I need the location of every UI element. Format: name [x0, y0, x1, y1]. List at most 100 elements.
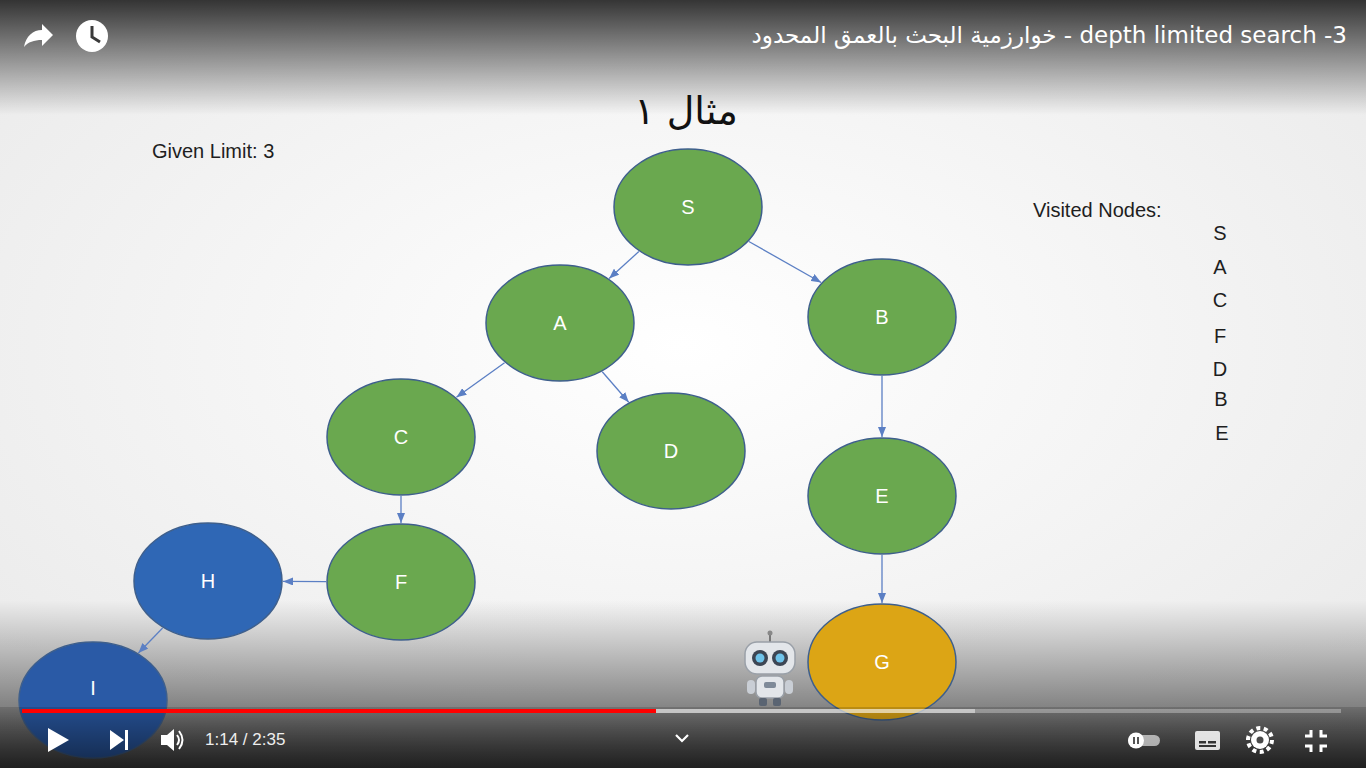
tree-node: H	[133, 522, 283, 640]
gear-teeth	[1248, 728, 1272, 752]
node-ellipse	[19, 642, 167, 758]
slide-title: مثال ١	[634, 89, 738, 135]
progress-track	[22, 709, 1341, 713]
limit-note: Given Limit: 3	[152, 139, 274, 163]
node-ellipse	[134, 523, 282, 639]
tree-node: B	[807, 258, 957, 376]
volume-wave	[179, 731, 183, 749]
autoplay-pause-mark	[1133, 737, 1135, 744]
node-text-box: I	[90, 676, 96, 700]
node-text-box: C	[394, 425, 408, 449]
robot-leg	[773, 698, 781, 706]
node-ellipse	[614, 149, 762, 265]
robot-leg	[759, 698, 767, 706]
robot-illustration	[745, 631, 795, 707]
robot-arm	[785, 680, 793, 694]
visited-node: A	[1213, 255, 1226, 279]
node-ellipse	[486, 265, 634, 381]
robot-panel	[764, 682, 776, 688]
autoplay-pause-mark	[1137, 737, 1139, 744]
node-ellipse	[808, 259, 956, 375]
node-label: A	[553, 311, 566, 335]
tree-edge	[881, 376, 882, 437]
volume-wave	[177, 735, 179, 745]
chevron-icon	[676, 735, 688, 741]
node-label: S	[681, 195, 694, 219]
node-text-box: F	[395, 570, 407, 594]
node-ellipse	[808, 604, 956, 720]
tree-edge	[881, 555, 882, 603]
robot-antenna-tip	[768, 631, 773, 636]
gear-body	[1251, 731, 1269, 749]
watch-later-icon	[76, 20, 108, 52]
node-text-box: D	[664, 439, 678, 463]
tree-edge	[400, 496, 401, 523]
play-icon	[48, 728, 69, 752]
visited-node: E	[1215, 421, 1228, 445]
node-text-box: S	[681, 195, 694, 219]
tree-edge	[283, 581, 326, 583]
node-text-box: A	[553, 311, 566, 335]
node-text-box: B	[875, 305, 888, 329]
node-label: B	[875, 305, 888, 329]
visited-node: S	[1213, 221, 1226, 245]
autoplay-toggle	[1128, 735, 1160, 746]
node-ellipse	[327, 379, 475, 495]
subtitles-mark	[1199, 745, 1216, 747]
tree-node: E	[807, 437, 957, 555]
time-display: 1:14 / 2:35	[205, 730, 285, 750]
controls-shade	[0, 707, 1366, 768]
node-text-box: H	[201, 569, 215, 593]
next-icon-bar	[125, 730, 128, 750]
node-outline	[18, 641, 168, 759]
node-ellipse	[808, 438, 956, 554]
tree-node: F	[326, 523, 476, 641]
tree-node: I	[18, 641, 168, 759]
node-label: H	[201, 569, 215, 593]
video-title: خوارزمية البحث بالعمق المحدود - depth li…	[752, 22, 1347, 50]
autoplay-knob	[1128, 733, 1144, 749]
robot-pupil	[776, 654, 785, 663]
tree-edge	[749, 241, 821, 282]
node-label: I	[90, 676, 96, 700]
visited-node: B	[1214, 387, 1227, 411]
robot-arm	[747, 680, 755, 694]
node-ellipse	[597, 393, 745, 509]
visited-node: F	[1214, 324, 1226, 348]
visited-node: D	[1213, 357, 1227, 381]
visited-node: C	[1213, 288, 1227, 312]
node-label: D	[664, 439, 678, 463]
share-icon	[24, 24, 53, 47]
tree-node: S	[613, 148, 763, 266]
node-text-box: G	[874, 650, 890, 674]
volume-icon	[161, 729, 174, 751]
exit-fullscreen-icon	[1305, 730, 1327, 752]
watch-later-hands	[92, 26, 100, 42]
node-ellipse	[327, 524, 475, 640]
robot-eye	[772, 650, 788, 666]
tree-edge	[138, 628, 162, 653]
node-label: E	[875, 484, 888, 508]
tree-edge	[602, 372, 628, 403]
robot-pupil	[756, 654, 765, 663]
settings-icon	[1248, 728, 1272, 752]
robot-eye	[752, 650, 768, 666]
next-icon	[110, 730, 124, 750]
subtitles-mark	[1199, 741, 1206, 744]
robot-head	[745, 642, 795, 674]
progress-buffer	[22, 709, 975, 713]
robot-body	[756, 676, 784, 698]
node-text-box: E	[875, 484, 888, 508]
tree-edge	[456, 363, 504, 398]
node-label: C	[394, 425, 408, 449]
gear-hole	[1257, 737, 1264, 744]
tree-node: G	[807, 603, 957, 721]
visited-heading: Visited Nodes:	[1033, 198, 1162, 222]
tree-node: A	[485, 264, 635, 382]
tree-node: C	[326, 378, 476, 496]
tree-node: D	[596, 392, 746, 510]
progress-played	[22, 709, 656, 713]
